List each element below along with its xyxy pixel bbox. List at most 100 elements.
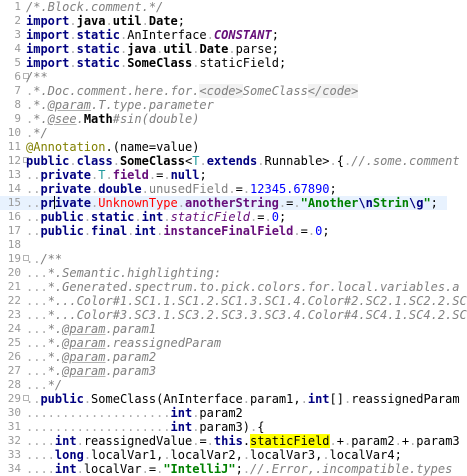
code-token: */: [33, 126, 48, 140]
code-token: .: [177, 196, 185, 210]
code-token: ;: [177, 14, 186, 28]
code-line[interactable]: 24...*.@param.param1: [0, 322, 447, 336]
code-line[interactable]: 20...*.Semantic.highlighting:: [0, 266, 447, 280]
code-token: ..: [26, 182, 41, 196]
line-number: 8: [14, 98, 21, 111]
line-number: 13: [7, 168, 21, 181]
code-token: SomeClass: [91, 392, 157, 406]
code-token: +: [401, 434, 410, 448]
code-token: .: [134, 210, 142, 224]
code-token: =: [156, 168, 164, 182]
code-line[interactable]: 8.*.@param.T.type.parameter: [0, 98, 447, 112]
code-token: ....: [26, 448, 55, 462]
code-text: /**: [26, 70, 48, 84]
fold-marker-icon[interactable]: [23, 157, 29, 163]
line-number: 22: [7, 294, 21, 307]
line-number: 4: [14, 42, 21, 55]
code-line[interactable]: 28...*/: [0, 378, 447, 392]
fold-marker-icon[interactable]: [23, 255, 29, 261]
code-token: java: [127, 42, 157, 56]
code-line[interactable]: 25...*.@param.reassignedParam: [0, 336, 447, 350]
code-line[interactable]: 9.*.@see.Math#sin(double): [0, 112, 447, 126]
code-token: static: [76, 56, 120, 70]
code-token: .: [293, 224, 301, 238]
code-line[interactable]: 19../**: [0, 252, 447, 266]
code-line[interactable]: 33....long.localVar1,.localVar2,.localVa…: [0, 448, 447, 462]
code-line[interactable]: 6/**: [0, 70, 447, 84]
code-line[interactable]: 17..public.final.int.instanceFinalField.…: [0, 224, 447, 238]
code-line[interactable]: 27...*.@param.param3: [0, 364, 447, 378]
code-token: public: [26, 154, 70, 168]
fold-marker-icon[interactable]: [23, 395, 29, 401]
code-line[interactable]: 16..public.static.int.staticField.=.0;: [0, 210, 447, 224]
line-number: 5: [14, 56, 21, 69]
code-token: .: [409, 434, 417, 448]
code-token: param3: [199, 420, 243, 434]
code-token: .: [119, 42, 128, 56]
code-token: extends: [206, 154, 258, 168]
code-line[interactable]: 11@Annotation.(name=value): [0, 140, 447, 154]
code-line[interactable]: 26 ...*.@param.param2: [0, 350, 447, 364]
line-number: 26: [7, 350, 21, 363]
code-line[interactable]: 22...*...Color#1.SC1.1.SC1.2.SC1.3.SC1.4…: [0, 294, 467, 308]
code-text: /*.Block.comment.*/: [26, 0, 163, 14]
line-number: 29: [7, 392, 21, 405]
code-line[interactable]: 30....................int.param2: [0, 406, 447, 420]
code-line[interactable]: 32....int.reassignedValue.=.this.staticF…: [0, 434, 460, 448]
code-token: null: [170, 168, 200, 182]
code-line[interactable]: 13..private.T.field.=.null;: [0, 168, 447, 182]
line-number-gutter[interactable]: [0, 0, 23, 472]
code-line[interactable]: 29..public.SomeClass(AnInterface.param1,…: [0, 392, 460, 406]
code-line[interactable]: 21...*.Generated.spectrum.to.pick.colors…: [0, 280, 460, 294]
code-token: =: [235, 182, 243, 196]
code-line[interactable]: 23...*...Color#3.SC3.1.SC3.2.SC3.3.SC3.4…: [0, 308, 467, 322]
code-token: final: [91, 224, 128, 238]
code-token: staticField: [170, 210, 251, 224]
code-token: localVar: [83, 462, 142, 476]
code-token: @param: [62, 350, 106, 364]
code-line[interactable]: 7.*.Doc.comment.here.for.<code>SomeClass…: [0, 84, 447, 98]
code-token: parse: [235, 42, 272, 56]
fold-marker-icon[interactable]: [23, 73, 29, 79]
code-token: ...: [26, 364, 48, 378]
code-token: java: [76, 14, 106, 28]
code-token: .: [163, 168, 171, 182]
code-line[interactable]: 14..private.double.unusedField.=.12345.6…: [0, 182, 447, 196]
code-token: int: [141, 210, 164, 224]
code-token: .: [91, 182, 99, 196]
code-token: .: [228, 42, 236, 56]
code-line[interactable]: 34....int.localVar.=."IntelliJ";.//.Erro…: [0, 462, 453, 476]
code-token: localVar1: [91, 448, 157, 462]
code-line[interactable]: 15..private.UnknownType.anotherString.=.…: [0, 196, 447, 210]
line-number: 7: [14, 84, 21, 97]
code-text: ....int.localVar.=."IntelliJ";.//.Error,…: [26, 462, 452, 476]
code-token: ..: [26, 168, 41, 182]
code-text: ...*.@param.param2: [26, 350, 156, 364]
code-token: .: [344, 392, 352, 406]
code-text: ...*.@param.param3: [26, 364, 156, 378]
code-token: SomeClass: [242, 84, 308, 98]
line-number: 32: [7, 434, 21, 447]
code-token: .: [105, 14, 113, 28]
code-line[interactable]: 1/*.Block.comment.*/: [0, 0, 447, 14]
code-text: ..private.T.field.=.null;: [26, 168, 207, 182]
code-token: .reassignedParam: [105, 336, 222, 350]
code-line[interactable]: 31....................int.param3).{: [0, 420, 447, 434]
code-token: .: [192, 56, 200, 70]
code-token: T: [98, 168, 106, 182]
code-token: =: [199, 434, 207, 448]
code-text: import.static.SomeClass.staticField;: [26, 56, 286, 70]
code-line[interactable]: 18: [0, 238, 447, 252]
code-text: ....................int.param3).{: [26, 420, 264, 434]
code-line[interactable]: 10.*/: [0, 126, 447, 140]
code-token: (: [156, 392, 164, 406]
code-token: ": [423, 196, 431, 210]
code-token: ...: [26, 266, 48, 280]
